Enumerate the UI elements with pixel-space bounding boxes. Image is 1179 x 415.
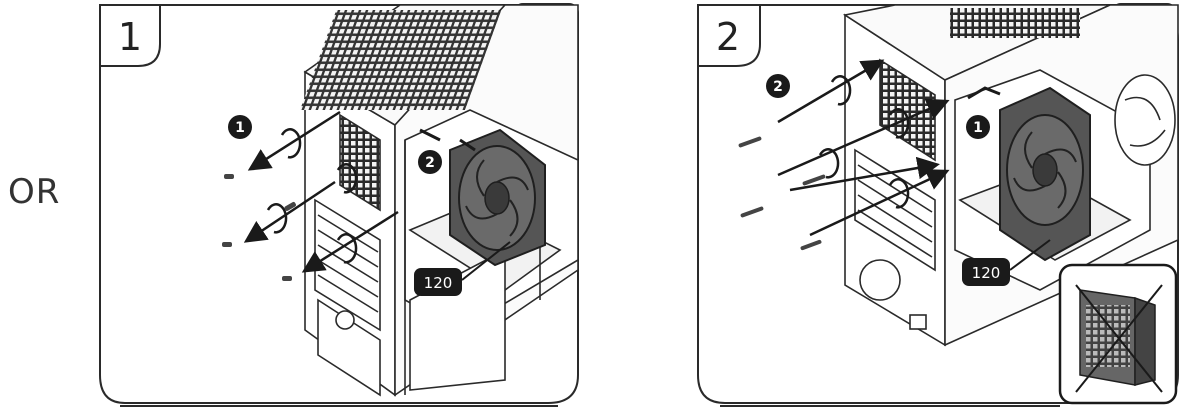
panel-step-2: 2	[697, 3, 1179, 407]
screw-insertion-arrows	[777, 59, 1001, 237]
callout-2: 2	[766, 74, 790, 98]
svg-text:120: 120	[424, 274, 453, 292]
step-number-tab	[697, 4, 761, 67]
case-fan	[999, 86, 1091, 262]
svg-text:2: 2	[425, 155, 435, 171]
callout-2: 2	[418, 150, 442, 174]
loose-screws	[738, 136, 826, 251]
callout-1: 1	[966, 115, 990, 139]
fan-size-tag: 120	[414, 241, 511, 296]
step-number: 1	[118, 15, 142, 59]
screw-removal-arrows	[243, 110, 476, 273]
step-number-tab	[99, 4, 161, 67]
incorrect-orientation-crossed-icon	[1058, 263, 1178, 405]
svg-text:1: 1	[973, 120, 983, 136]
svg-text:120: 120	[972, 264, 1001, 282]
panel-step-1: 1	[99, 3, 579, 407]
loose-screws	[222, 174, 296, 281]
svg-text:2: 2	[773, 79, 783, 95]
callout-1: 1	[228, 115, 252, 139]
step-number: 2	[716, 15, 740, 59]
fan-size-tag: 120	[962, 239, 1051, 286]
svg-text:1: 1	[235, 120, 245, 136]
case-fan	[449, 128, 546, 267]
or-separator: OR	[8, 172, 61, 212]
